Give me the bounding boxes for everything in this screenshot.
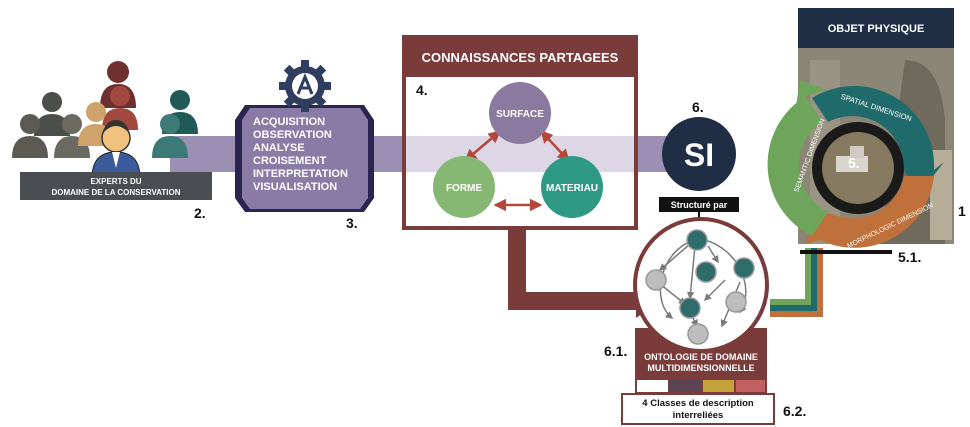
relation-arrow: [540, 130, 570, 162]
si-label: SI: [684, 137, 714, 173]
experts-label-line2: DOMAINE DE LA CONSERVATION: [51, 188, 180, 197]
process-number: 3.: [346, 215, 358, 231]
person-icon: [12, 114, 48, 158]
ontology-node: [733, 257, 755, 279]
semantic-dimension-ring: [767, 96, 828, 236]
object-panel: OBJET PHYSIQUE 5. SPATIAL DIMENSION MORP…: [767, 8, 966, 265]
person-icon: [152, 114, 188, 158]
process-step-5: INTERPRETATION: [253, 168, 348, 180]
classes-box: [621, 393, 775, 425]
experts-number: 2.: [194, 205, 206, 221]
ontology-node: [695, 261, 717, 283]
knowledge-box: CONNAISSANCES PARTAGEES 4. SURFACE FORME…: [402, 35, 638, 230]
experts-label-box: [20, 172, 212, 200]
ontology-title-line2: MULTIDIMENSIONNELLE: [647, 363, 754, 373]
process-step-2: OBSERVATION: [253, 129, 332, 141]
object-ring-number: 5.1.: [898, 249, 921, 265]
structured-by-box: [659, 197, 739, 212]
ontology-node: [687, 323, 709, 345]
materiau-node: [541, 156, 603, 218]
class-swatch: [637, 380, 668, 392]
si-group: SI 6. Structuré par: [659, 99, 739, 231]
knowledge-to-ontology-connector: [508, 228, 640, 310]
ontology-node: [645, 269, 667, 291]
ontology-node: [679, 297, 701, 319]
knowledge-title: CONNAISSANCES PARTAGEES: [422, 50, 619, 65]
knowledge-number: 4.: [416, 82, 428, 98]
surface-node: [489, 82, 551, 144]
materiau-label: MATERIAU: [546, 183, 598, 194]
object-number: 1: [958, 203, 966, 219]
ontology-node: [686, 229, 708, 251]
spatial-dimension-ring: [812, 86, 935, 170]
object-to-ontology-connector: [770, 248, 823, 317]
class-swatch: [736, 380, 765, 392]
classes-label-line1: 4 Classes de description: [642, 398, 754, 409]
person-icon: [34, 92, 70, 136]
morphologic-dimension-ring: [820, 176, 934, 248]
forme-node: [433, 156, 495, 218]
process-step-6: VISUALISATION: [253, 181, 337, 193]
experts-label-line1: EXPERTS DU: [90, 177, 141, 186]
process-step-1: ACQUISITION: [253, 116, 325, 128]
experts-group: EXPERTS DU DOMAINE DE LA CONSERVATION: [12, 61, 212, 200]
surface-label: SURFACE: [496, 109, 544, 120]
object-title: OBJET PHYSIQUE: [828, 23, 925, 35]
si-number: 6.: [692, 99, 704, 115]
gear-icon: [279, 60, 331, 112]
expert-icon: [91, 120, 141, 179]
ontology-title-line1: ONTOLOGIE DE DOMAINE: [644, 352, 758, 362]
class-swatch: [703, 380, 734, 392]
classes-number: 6.2.: [783, 403, 806, 419]
relation-arrow: [464, 130, 501, 162]
structured-by-label: Structuré par: [671, 200, 728, 210]
ontology-node: [725, 291, 747, 313]
forme-label: FORME: [446, 183, 482, 194]
ontology-number: 6.1.: [604, 343, 627, 359]
ontology-group: ONTOLOGIE DE DOMAINE MULTIDIMENSIONNELLE…: [604, 217, 806, 425]
classes-label-line2: interreliées: [673, 410, 724, 421]
si-node: [662, 117, 736, 191]
process-step-4: CROISEMENT: [253, 155, 327, 167]
process-step-3: ANALYSE: [253, 142, 305, 154]
class-swatch: [670, 380, 701, 392]
process-panel: ACQUISITION OBSERVATION ANALYSE CROISEME…: [235, 60, 374, 212]
object-center-number: 5.: [848, 155, 860, 171]
person-icon: [54, 114, 90, 158]
